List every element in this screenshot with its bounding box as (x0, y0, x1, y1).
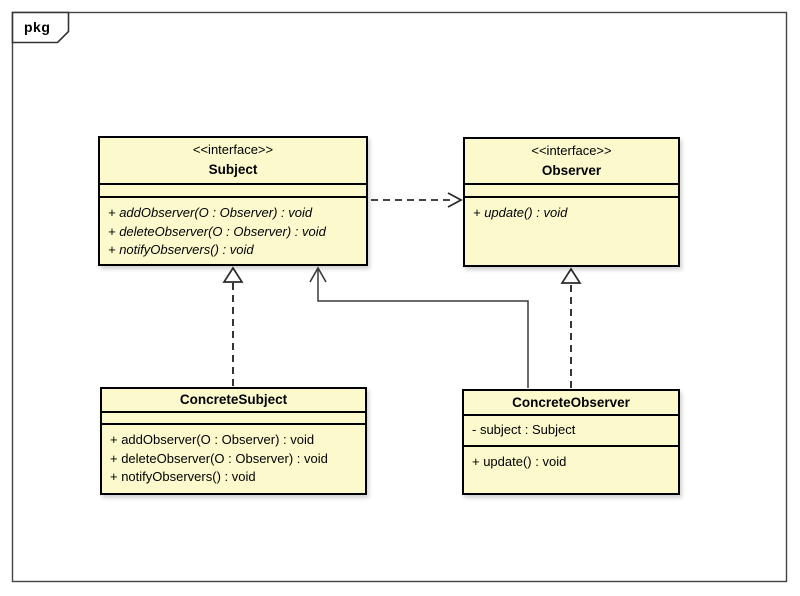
attributes-compartment: - subject : Subject (464, 414, 678, 445)
class-box-subject[interactable]: <<interface>> Subject + addObserver(O : … (98, 136, 368, 266)
class-box-observer[interactable]: <<interface>> Observer + update() : void (463, 137, 680, 267)
attributes-compartment (100, 183, 366, 196)
method-item: + addObserver(O : Observer) : void (108, 205, 313, 220)
dependency-subject-to-observer[interactable] (371, 192, 463, 208)
realization-concreteobserver-to-observer[interactable] (560, 267, 582, 388)
association-concreteobserver-to-subject[interactable] (309, 266, 529, 388)
class-header: <<interface>> Subject (100, 138, 366, 183)
class-header: ConcreteObserver (464, 391, 678, 414)
method-item: + notifyObservers() : void (108, 242, 254, 257)
attributes-compartment (465, 183, 678, 196)
methods-compartment: + addObserver(O : Observer) : void + del… (102, 423, 365, 493)
methods-compartment: + update() : void (464, 445, 678, 493)
methods-compartment: + addObserver(O : Observer) : void + del… (100, 196, 366, 264)
class-name: ConcreteObserver (512, 394, 630, 410)
class-header: <<interface>> Observer (465, 139, 678, 183)
method-item: + notifyObservers() : void (110, 469, 256, 484)
method-item: + update() : void (473, 205, 568, 220)
method-item: + update() : void (472, 454, 567, 469)
attribute-item: - subject : Subject (472, 422, 576, 437)
package-tab (11, 11, 70, 44)
attributes-compartment (102, 411, 365, 423)
method-item: + addObserver(O : Observer) : void (110, 432, 315, 447)
class-name: Observer (541, 162, 602, 178)
package-tab-label: pkg (24, 19, 51, 35)
class-name: ConcreteSubject (179, 392, 288, 408)
method-item: + deleteObserver(O : Observer) : void (110, 450, 328, 466)
class-box-concrete-observer[interactable]: ConcreteObserver - subject : Subject + u… (462, 389, 680, 495)
class-header: ConcreteSubject (102, 389, 365, 411)
methods-compartment: + update() : void (465, 196, 678, 265)
package-frame (11, 11, 788, 583)
stereotype-label: <<interface>> (192, 142, 274, 158)
class-name: Subject (208, 162, 258, 178)
class-box-concrete-subject[interactable]: ConcreteSubject + addObserver(O : Observ… (100, 387, 367, 495)
stereotype-label: <<interface>> (531, 142, 612, 158)
realization-concretesubject-to-subject[interactable] (222, 266, 244, 386)
method-item: + deleteObserver(O : Observer) : void (108, 223, 326, 239)
